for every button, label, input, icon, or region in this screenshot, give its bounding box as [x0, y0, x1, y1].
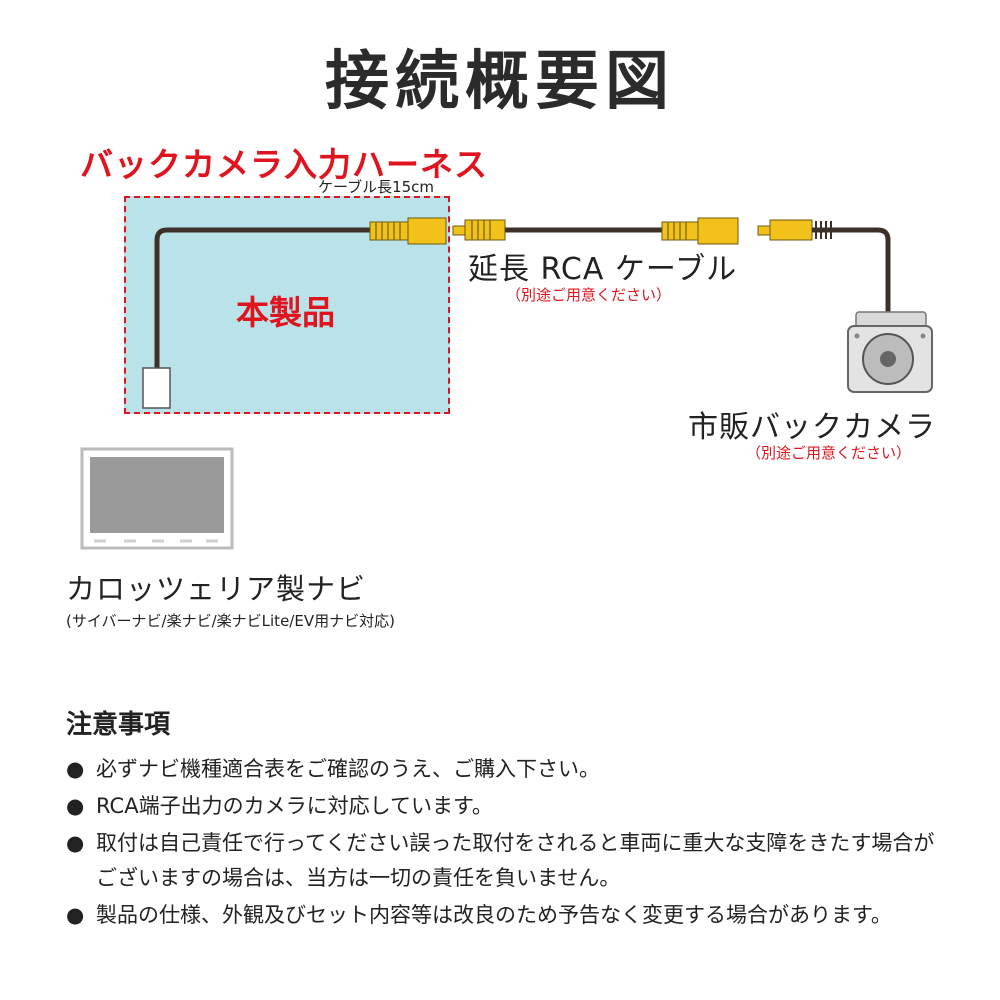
bullet-icon: ● — [66, 831, 85, 855]
bullet-icon: ● — [66, 757, 85, 781]
extension-rca-cable — [452, 217, 739, 245]
bullet-icon: ● — [66, 903, 85, 927]
notes-item: ● RCA端子出力のカメラに対応しています。 — [66, 789, 946, 824]
navi-connector — [142, 367, 171, 409]
notes-item: ● 必ずナビ機種適合表をご確認のうえ、ご購入下さい。 — [66, 752, 946, 787]
extension-cable-label: 延長 RCA ケーブル — [468, 252, 738, 287]
extension-cable-note: （別途ご用意ください） — [506, 286, 672, 304]
notes-list: ● 必ずナビ機種適合表をご確認のうえ、ご購入下さい。 ● RCA端子出力のカメラに対… — [66, 752, 946, 935]
page-title: 接続概要図 — [325, 45, 675, 119]
navi-label: カロッツェリア製ナビ — [66, 572, 367, 606]
harness-title: バックカメラ入力ハーネス — [80, 145, 488, 184]
harness-cable — [154, 227, 372, 372]
bullet-icon: ● — [66, 794, 85, 818]
navi-models: (サイバーナビ/楽ナビ/楽ナビLite/EV用ナビ対応) — [66, 612, 395, 630]
harness-rca-connector — [369, 217, 447, 245]
notes-item-text: 取付は自己責任で行ってください誤った取付をされると車両に重大な支障をきたす場合が… — [96, 831, 935, 890]
camera-label: 市販バックカメラ — [688, 410, 936, 445]
navi-monitor — [80, 447, 234, 550]
notes-title: 注意事項 — [66, 710, 171, 740]
notes-item: ● 製品の仕様、外観及びセット内容等は改良のため予告なく変更する場合があります。 — [66, 898, 946, 933]
notes-item-text: 必ずナビ機種適合表をご確認のうえ、ご購入下さい。 — [96, 757, 600, 781]
notes-item: ● 取付は自己責任で行ってください誤った取付をされると車両に重大な支障をきたす場合… — [66, 826, 946, 896]
notes-item-text: 製品の仕様、外観及びセット内容等は改良のため予告なく変更する場合があります。 — [96, 903, 892, 927]
product-label: 本製品 — [236, 293, 335, 332]
notes-item-text: RCA端子出力のカメラに対応しています。 — [96, 794, 493, 818]
camera-cable — [757, 219, 891, 318]
camera-note: （別途ご用意ください） — [746, 444, 912, 462]
back-camera — [847, 311, 933, 393]
harness-length-label: ケーブル長15cm — [318, 178, 435, 196]
